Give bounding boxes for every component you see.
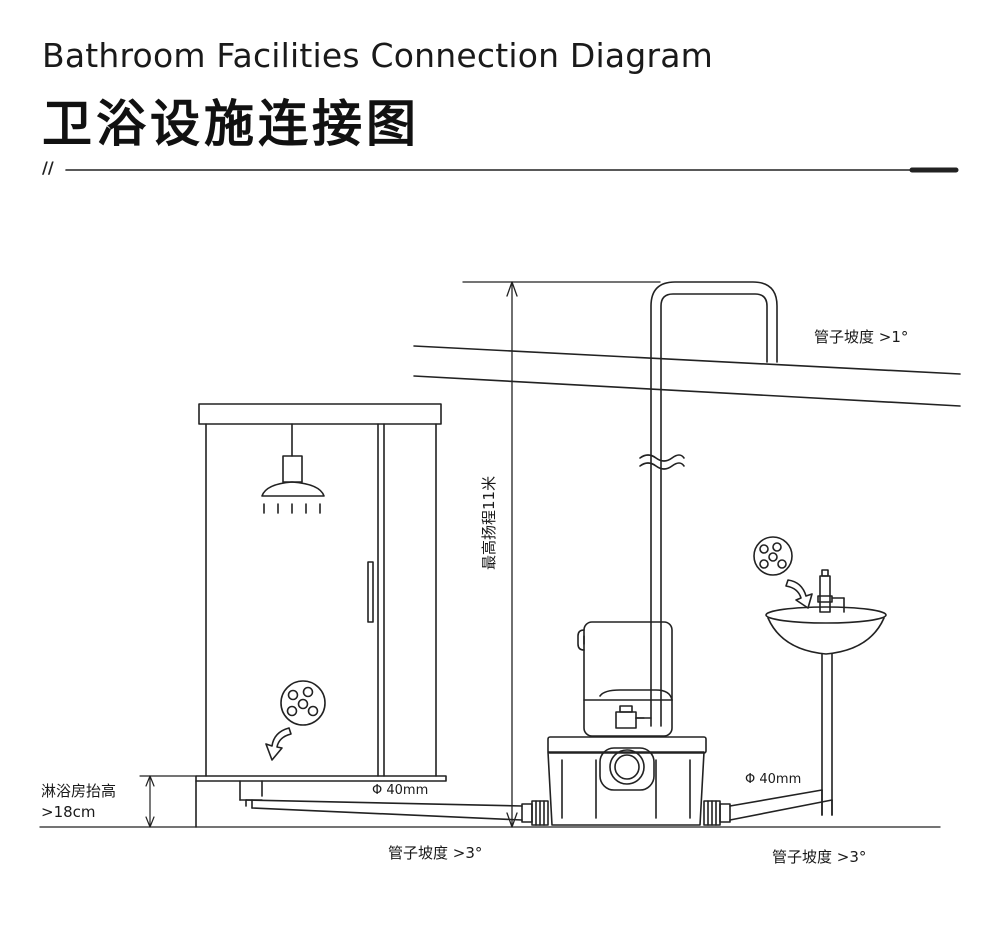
label-shower-raise-line1: 淋浴房抬高 (41, 782, 116, 800)
flow-arrow-icon (265, 727, 292, 761)
right-drain-pipe (729, 789, 833, 821)
label-pipe-slope-top: 管子坡度 >1° (814, 328, 908, 346)
wash-basin (765, 569, 887, 816)
title-english: Bathroom Facilities Connection Diagram (42, 36, 713, 75)
title-chinese: 卫浴设施连接图 (42, 95, 420, 153)
shower-base (195, 780, 263, 828)
shower-raise-dimension (139, 775, 197, 828)
label-pipe-slope-right: 管子坡度 >3° (772, 848, 866, 866)
left-drain-pipe (245, 799, 523, 821)
max-lift-dimension (462, 281, 661, 828)
divider-mark: // (42, 158, 54, 177)
label-pipe-diameter-left: Φ 40mm (372, 783, 428, 798)
flow-arrow-icon (785, 579, 813, 609)
label-pipe-diameter-right: Φ 40mm (745, 772, 801, 787)
shower-enclosure (195, 403, 447, 782)
riser-pipe (635, 281, 778, 727)
label-shower-raise-line2: >18cm (41, 803, 96, 821)
floor-drain-icon (753, 536, 793, 576)
label-pipe-slope-left: 管子坡度 >3° (388, 844, 482, 862)
floor-drain-icon (280, 680, 326, 726)
ceiling-slab (413, 345, 961, 407)
pump-unit (521, 621, 731, 826)
label-max-lift: 最高扬程11米 (480, 476, 498, 570)
